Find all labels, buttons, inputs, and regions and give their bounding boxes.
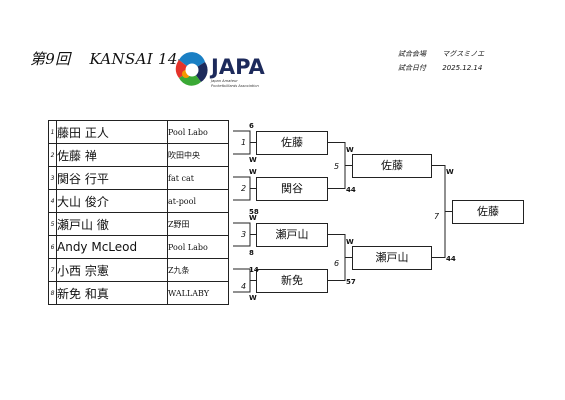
score-bottom: 44 [346,186,356,194]
champion-box: 佐藤 [452,200,524,224]
match-number: 6 [334,259,340,268]
score-bottom: 44 [446,255,456,263]
score-bottom: W [249,294,257,302]
date-label: 試合日付 [398,64,426,72]
player-name: 関谷 行平 [56,166,168,190]
round1-match4-winner: 新免 [256,269,328,293]
venue-value: マグスミノエ [442,50,485,58]
score-bottom: 57 [346,278,356,286]
match-number: 3 [241,230,247,239]
match-number: 1 [241,138,247,147]
round1-match1-winner: 佐藤 [256,131,328,155]
score-bottom: 8 [249,249,254,257]
match-number: 7 [434,212,440,221]
round2-match5-winner: 佐藤 [352,154,432,178]
match-number: 5 [334,162,340,171]
player-name: 新免 和真 [56,281,168,305]
logo-subtitle-2: Pocketbilliards Association [211,84,259,88]
player-club: fat cat [167,166,229,190]
score-top: 14 [249,266,259,274]
player-name: 大山 俊介 [56,189,168,213]
logo-wordmark: JAPA [209,55,266,79]
logo-emblem: JAPA Japan Amateur Pocketbilliards Assoc… [175,52,266,88]
score-bottom: W [249,156,257,164]
player-club: 吹田中央 [167,143,229,167]
date-row: 試合日付 2025.12.14 [398,63,482,73]
venue-row: 試合会場 マグスミノエ [398,49,484,59]
round1-match2-winner: 関谷 [256,177,328,201]
score-top: W [346,238,354,246]
score-bottom: 58 [249,208,259,216]
player-name: 瀬戸山 徹 [56,212,168,236]
score-top: W [249,168,257,176]
score-top: W [346,146,354,154]
player-name: Andy McLeod [56,235,168,259]
edition-label: 第9回 [30,50,71,68]
match-number: 4 [241,282,247,291]
player-club: WALLABY [167,281,229,305]
player-name: 佐藤 禅 [56,143,168,167]
player-club: at-pool [167,189,229,213]
score-top: W [446,168,454,176]
event-name: KANSAI 14-1 [89,50,193,68]
match-number: 2 [241,184,247,193]
tournament-title: 第9回 KANSAI 14-1 [30,48,207,69]
round2-match6-winner: 瀬戸山 [352,246,432,270]
player-name: 藤田 正人 [56,120,168,144]
score-top: 6 [249,122,254,130]
japa-logo: JAPA Japan Amateur Pocketbilliards Assoc… [175,50,290,92]
venue-label: 試合会場 [398,50,426,58]
date-value: 2025.12.14 [442,64,483,72]
player-club: Z九条 [167,258,229,282]
logo-subtitle-1: Japan Amateur [210,79,238,83]
score-top: W [249,214,257,222]
round1-match3-winner: 瀬戸山 [256,223,328,247]
player-club: Z野田 [167,212,229,236]
